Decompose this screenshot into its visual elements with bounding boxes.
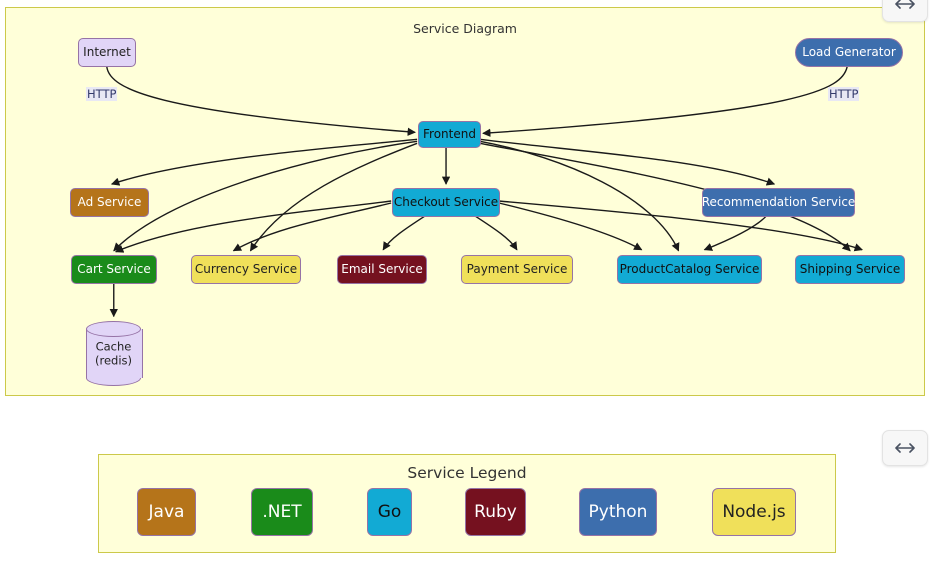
legend-chip-go[interactable]: Go [367,488,412,536]
legend-chip-label: Java [148,502,185,522]
edge-frontend-to-cartservice [113,140,418,252]
legend-chip-label: Node.js [722,502,786,522]
node-cache-redis[interactable]: Cache (redis) [86,321,143,386]
edge-frontend-to-recommendation [479,138,776,186]
edge-internet-to-frontend [106,66,416,136]
legend-chip-label: Python [588,502,648,522]
node-loadgenerator[interactable]: Load Generator [795,38,903,67]
edge-checkoutservice-to-paymentservice [474,215,518,251]
edge-frontend-to-productcatalog [479,140,680,252]
node-label: ProductCatalog Service [619,261,760,276]
node-internet[interactable]: Internet [78,38,136,67]
diagram-title: Service Diagram [413,21,517,36]
legend-resize-handle[interactable] [882,430,928,466]
diagram-edges-layer [106,66,863,318]
edge-frontend-to-adservice [110,138,418,186]
node-paymentservice[interactable]: Payment Service [461,255,573,284]
node-recommendation[interactable]: Recommendation Service [702,188,855,217]
edge-frontend-to-shippingservice [479,142,851,252]
node-adservice[interactable]: Ad Service [70,188,149,217]
legend-chip-ruby[interactable]: Ruby [465,488,526,536]
legend-chip-label: .NET [262,502,302,522]
node-label: Currency Service [194,261,298,276]
node-label: Checkout Service [393,194,499,209]
node-checkoutservice[interactable]: Checkout Service [392,188,500,217]
node-label: Frontend [423,126,476,141]
legend-chip-java[interactable]: Java [137,488,196,536]
node-currencyservice[interactable]: Currency Service [191,255,301,284]
legend-chip-dotnet[interactable]: .NET [251,488,313,536]
node-frontend[interactable]: Frontend [418,121,481,148]
edge-recommendation-to-productcatalog [703,215,767,251]
node-label: Load Generator [802,44,896,59]
horizontal-resize-icon [895,442,915,454]
node-label: Cart Service [77,261,151,276]
horizontal-resize-icon [895,0,915,10]
node-shippingservice[interactable]: Shipping Service [795,255,905,284]
diagram-resize-handle[interactable] [882,0,928,22]
service-legend-panel: Service Legend Java .NET Go Ruby Python Node.… [98,454,836,553]
cylinder-top [86,321,141,337]
cache-label-line2: (redis) [94,353,132,368]
node-label: Ad Service [77,194,142,209]
edge-label-internet-http: HTTP [86,87,118,101]
node-label: Email Service [341,261,423,276]
edge-checkoutservice-to-productcatalog [498,202,643,251]
node-label: Internet [83,44,131,59]
legend-title: Service Legend [407,464,527,482]
node-cartservice[interactable]: Cart Service [71,255,157,284]
legend-chip-python[interactable]: Python [579,488,657,536]
node-label: Recommendation Service [701,194,856,209]
edge-checkoutservice-to-emailservice [382,215,426,251]
legend-chip-label: Ruby [474,502,517,522]
edge-checkoutservice-to-cartservice [114,200,392,253]
node-emailservice[interactable]: Email Service [337,255,427,284]
node-productcatalog[interactable]: ProductCatalog Service [617,255,762,284]
edge-checkoutservice-to-currencyservice [232,202,392,252]
edge-loadgenerator-to-frontend [482,66,848,138]
edge-frontend-to-currencyservice [249,142,418,252]
cylinder-body [86,329,143,378]
node-label: Payment Service [466,261,568,276]
edge-label-loadgen-http: HTTP [828,87,860,101]
node-label: Shipping Service [799,261,901,276]
legend-chip-nodejs[interactable]: Node.js [712,488,796,536]
edge-checkoutservice-to-shippingservice [498,200,863,252]
legend-chip-label: Go [377,502,402,522]
cache-label: Cache (redis) [86,339,141,368]
cache-label-line1: Cache [95,339,132,354]
